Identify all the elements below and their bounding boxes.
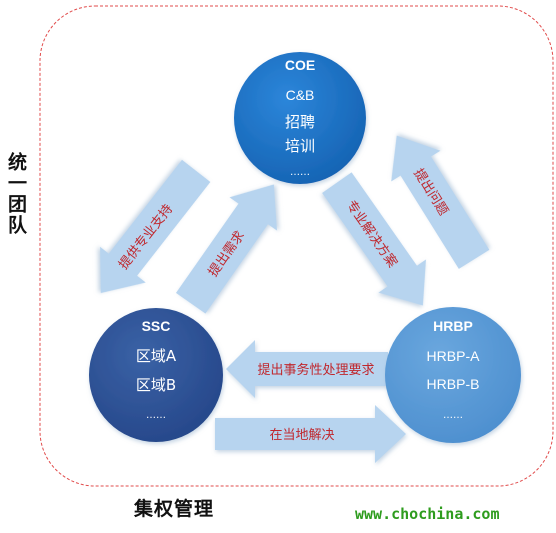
coe-line-4: ……	[290, 167, 310, 178]
coe-line-3: 培训	[285, 137, 315, 155]
hrbp-line-1: HRBP-A	[427, 348, 481, 364]
coe-line-2: 招聘	[285, 113, 315, 131]
arrow-hrbp-to-ssc: 提出事务性处理要求	[226, 340, 388, 398]
arrow-ssc-to-hrbp: 在当地解决	[215, 405, 406, 463]
hrbp-line-2: HRBP-B	[427, 376, 480, 392]
bottom-label: 集权管理	[134, 498, 215, 520]
hrbp-title: HRBP	[433, 318, 473, 334]
ssc-line-3: ……	[146, 410, 166, 421]
ssc-line-2: 区域B	[136, 376, 176, 394]
ssc-node: SSC 区域A 区域B ……	[89, 308, 223, 442]
coe-line-1: C&B	[286, 87, 315, 103]
coe-title: COE	[285, 57, 315, 73]
ssc-line-1: 区域A	[136, 347, 177, 365]
ssc-title: SSC	[142, 318, 171, 334]
arrow-ssc-to-hrbp-label: 在当地解决	[269, 428, 334, 443]
coe-node: COE C&B 招聘 培训 ……	[234, 52, 366, 184]
left-side-label: 统一团队	[5, 152, 27, 236]
hrbp-line-3: ……	[443, 410, 463, 421]
watermark-url[interactable]: www.chochina.com	[355, 505, 500, 523]
frame-border	[39, 5, 554, 487]
hrbp-node: HRBP HRBP-A HRBP-B ……	[385, 307, 521, 443]
arrow-hrbp-to-ssc-label: 提出事务性处理要求	[257, 362, 374, 378]
